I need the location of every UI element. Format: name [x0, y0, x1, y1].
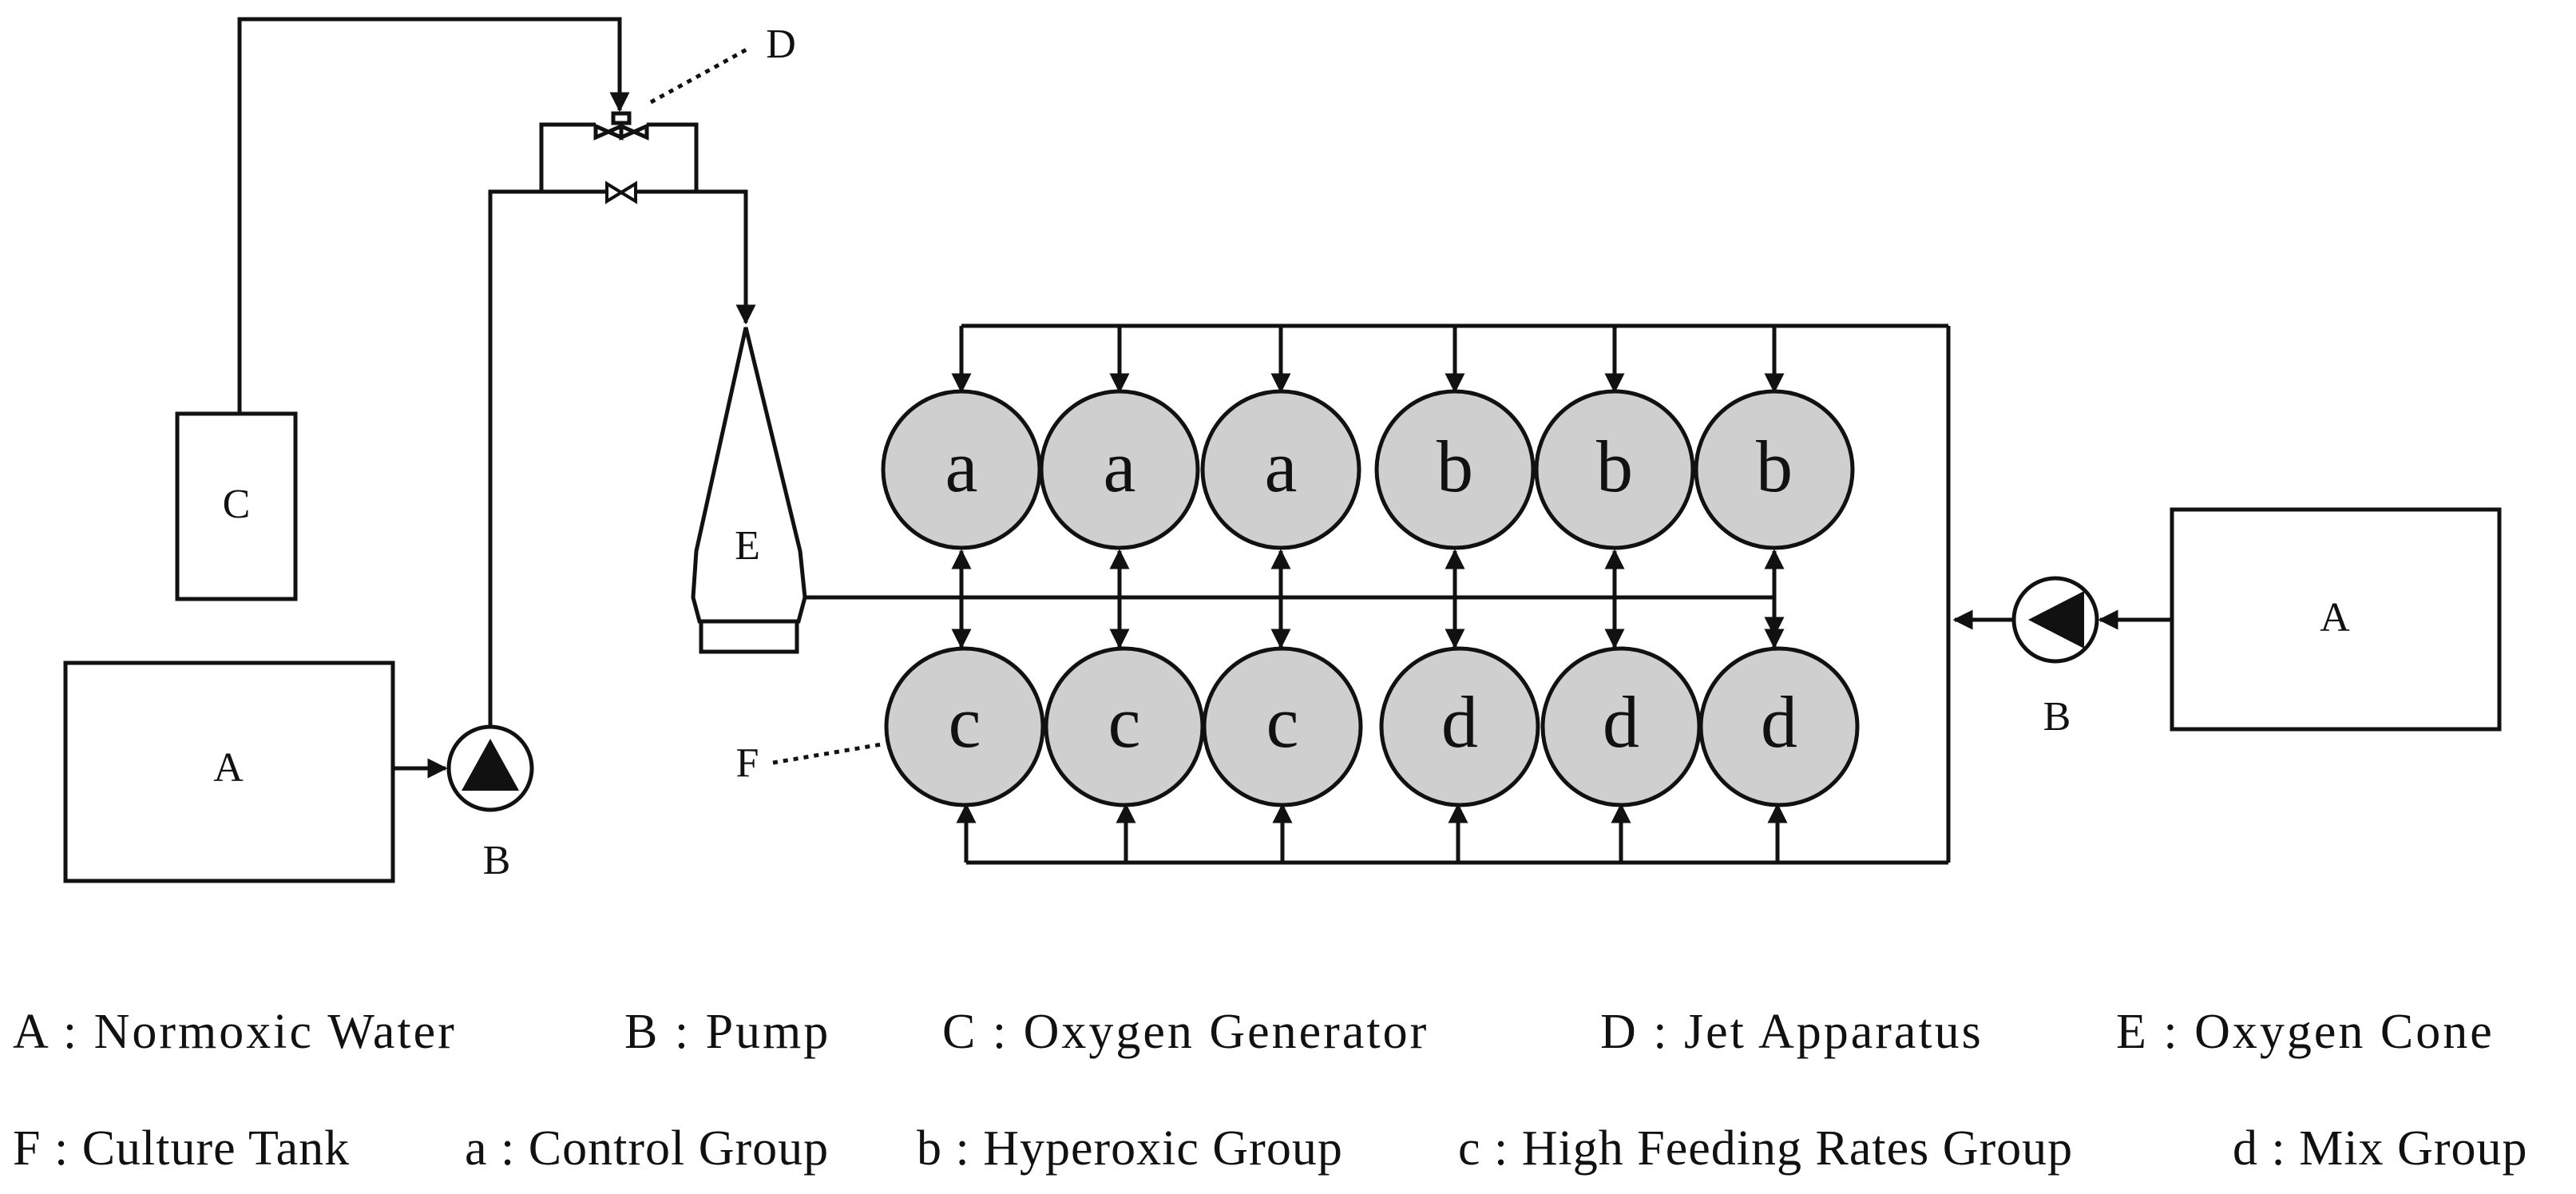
oxygen-cone-label: E: [735, 523, 760, 569]
tank-bottom-2-label: c: [1108, 681, 1141, 763]
top-row-tanks: a a a b b b: [881, 389, 1855, 550]
tank-bottom-1-label: c: [949, 681, 981, 763]
main-pipe: [488, 189, 746, 755]
normoxic-water-right-label: A: [2320, 595, 2350, 641]
bypass-loop: [539, 122, 699, 192]
tank-top-4: [1374, 389, 1536, 550]
tank-bottom-6-label: d: [1761, 681, 1797, 763]
legend-row1-item4: D : Jet Apparatus: [1600, 1005, 1984, 1059]
culture-tank-pointer: [772, 742, 882, 765]
normoxic-water-left-label: A: [213, 745, 244, 791]
tank-bottom-6: [1698, 646, 1860, 807]
bottom-row-feed-arrows: [956, 803, 1788, 863]
tank-bottom-3-label: c: [1266, 681, 1299, 763]
legend-row2-item1: F : Culture Tank: [13, 1121, 350, 1176]
bottom-row-tanks: c c c d d d: [884, 646, 1860, 807]
legend-row1-item5: E : Oxygen Cone: [2116, 1005, 2495, 1059]
pump-left-label: B: [483, 838, 511, 883]
tank-top-4-label: b: [1437, 426, 1473, 507]
pump-left-triangle-icon: [462, 739, 519, 791]
legend-row2-item2: a : Control Group: [465, 1121, 829, 1176]
tank-top-5: [1534, 389, 1695, 550]
legend-row2-item4: c : High Feeding Rates Group: [1458, 1121, 2073, 1176]
tank-top-1-label: a: [945, 426, 978, 507]
tank-bottom-4: [1379, 646, 1540, 807]
inter-row-double-arrows: [951, 549, 1785, 649]
legend-row1-item3: C : Oxygen Generator: [942, 1005, 1429, 1059]
tank-top-5-label: b: [1596, 426, 1633, 507]
tank-top-6: [1694, 389, 1855, 550]
legend-row2-item3: b : Hyperoxic Group: [917, 1121, 1343, 1176]
tank-top-2: [1039, 389, 1200, 550]
normoxic-water-right-box: [2170, 507, 2502, 732]
normoxic-water-left-box: [63, 660, 395, 883]
top-row-feed-arrows: [951, 326, 1785, 394]
oxygen-cone-base: [699, 619, 799, 654]
jet-apparatus-label: D: [766, 22, 796, 67]
tank-bottom-3: [1202, 646, 1363, 807]
tank-top-3-label: a: [1265, 426, 1298, 507]
legend: A : Normoxic Water B : Pump C : Oxygen G…: [13, 1005, 2528, 1176]
oxygen-generator-label: C: [223, 482, 251, 527]
jet-apparatus-valve: [593, 111, 649, 141]
pump-right-label: B: [2043, 694, 2071, 740]
legend-row1-item2: B : Pump: [624, 1005, 830, 1059]
oxygen-line: [237, 17, 630, 414]
oxygen-generator-box: [175, 411, 298, 601]
tank-bottom-1: [884, 646, 1045, 807]
tank-bottom-5-label: d: [1603, 681, 1639, 763]
tank-top-3: [1200, 389, 1361, 550]
legend-row2-item5: d : Mix Group: [2233, 1121, 2528, 1176]
small-valve: [605, 180, 637, 204]
legend-row1-item1: A : Normoxic Water: [13, 1005, 457, 1059]
culture-tank-label: F: [736, 740, 759, 786]
pump-right-triangle-icon: [2028, 591, 2084, 649]
oxygen-cone: [691, 327, 807, 624]
jet-apparatus-pointer: [649, 47, 748, 105]
tank-top-2-label: a: [1104, 426, 1136, 507]
tank-bottom-4-label: d: [1441, 681, 1478, 763]
tank-top-6-label: b: [1756, 426, 1793, 507]
